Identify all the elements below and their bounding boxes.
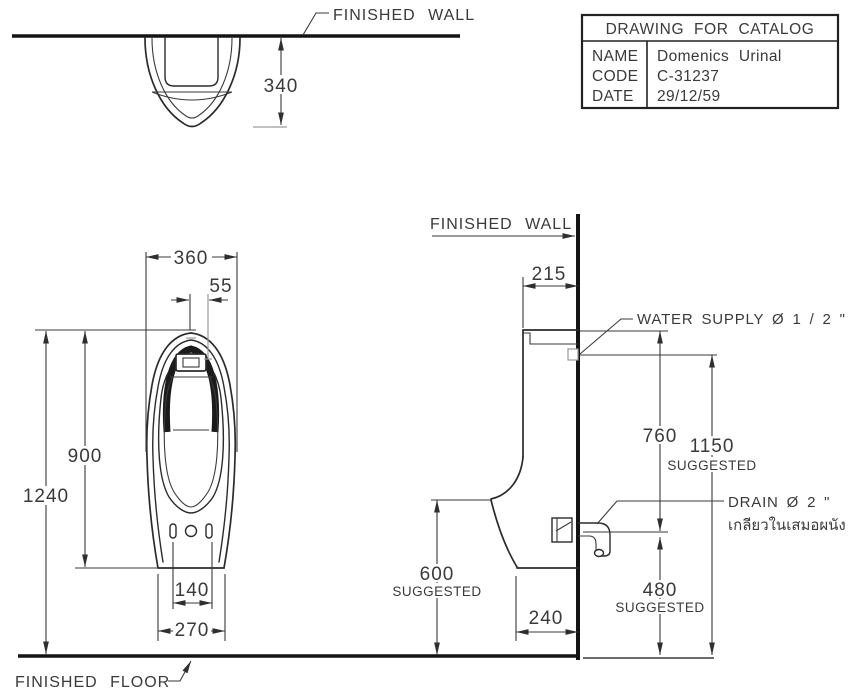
dim-140-label: 140 bbox=[175, 580, 210, 601]
title-block-title: DRAWING FOR CATALOG bbox=[606, 21, 815, 38]
dim-1150-suggested-label: SUGGESTED bbox=[667, 458, 756, 473]
finished-wall-side-label: FINISHED WALL bbox=[430, 216, 572, 233]
dim-760-label: 760 bbox=[643, 426, 678, 447]
dim-55: 55 bbox=[171, 276, 232, 360]
title-block: DRAWING FOR CATALOG NAME Domenics Urinal… bbox=[580, 13, 840, 110]
side-profile-lower-curve bbox=[490, 499, 518, 568]
drain-fitting bbox=[551, 517, 611, 558]
title-block-border bbox=[580, 13, 840, 110]
title-block-code-label: CODE bbox=[592, 68, 638, 85]
urinal-side-view bbox=[490, 329, 611, 569]
dim-340-label-bg bbox=[261, 75, 301, 94]
dim-340: 340 bbox=[253, 38, 301, 128]
dim-1240-label: 1240 bbox=[23, 486, 69, 507]
title-block-date-label: DATE bbox=[592, 88, 634, 105]
finished-wall-top-leader bbox=[302, 12, 329, 36]
dim-1150-label-bg bbox=[685, 436, 739, 455]
side-profile-cove-curve bbox=[490, 456, 524, 500]
drain-pipe-inner bbox=[578, 535, 597, 551]
dim-1150: 1150 SUGGESTED bbox=[667, 355, 756, 655]
title-block-date-value: 29/12/59 bbox=[657, 88, 721, 105]
outlet-hole bbox=[184, 524, 198, 538]
dim-480: 480 SUGGESTED bbox=[615, 537, 704, 655]
drain-thai-note: เกลียวในเสมอผนัง bbox=[728, 516, 846, 534]
dim-900: 900 bbox=[64, 331, 157, 569]
dim-480-suggested-bg bbox=[618, 599, 702, 614]
dim-240-label: 240 bbox=[529, 608, 564, 629]
dim-1240-label-bg bbox=[22, 486, 70, 505]
dim-215: 215 bbox=[522, 264, 578, 328]
drain-box bbox=[551, 517, 573, 543]
dim-900-label: 900 bbox=[68, 446, 103, 467]
water-supply-leader bbox=[579, 318, 633, 355]
dim-140: 140 bbox=[172, 542, 213, 609]
dim-215-label: 215 bbox=[532, 264, 567, 285]
dim-900-label-bg bbox=[64, 446, 106, 465]
dim-1150-label: 1150 bbox=[690, 436, 735, 457]
finished-floor-label: FINISHED FLOOR bbox=[15, 674, 170, 691]
bowl-rim-inner bbox=[163, 375, 219, 508]
title-block-code-value: C-31237 bbox=[657, 68, 719, 85]
urinal-top-rim-arc bbox=[151, 91, 233, 101]
mounting-slot-right bbox=[205, 523, 213, 539]
finished-wall-top-label: FINISHED WALL bbox=[333, 7, 475, 24]
side-profile-spud-shelf bbox=[523, 332, 578, 345]
dim-480-suggested-label: SUGGESTED bbox=[615, 600, 704, 615]
dim-360-label-bg bbox=[171, 248, 212, 266]
dim-340-label: 340 bbox=[264, 76, 299, 97]
dim-270-label: 270 bbox=[175, 620, 210, 641]
mounting-slot-left bbox=[169, 523, 177, 539]
dim-55-label: 55 bbox=[209, 276, 232, 297]
dim-240: 240 bbox=[515, 576, 578, 641]
sensor-window bbox=[175, 353, 207, 372]
urinal-front-view bbox=[145, 332, 237, 569]
dim-600-suggested-bg bbox=[395, 583, 479, 598]
dim-600: 600 SUGGESTED bbox=[392, 499, 491, 655]
dim-760-label-bg bbox=[638, 426, 682, 444]
title-block-name-value: Domenics Urinal bbox=[657, 48, 782, 65]
drain-leader bbox=[596, 500, 724, 525]
dim-760: 760 bbox=[638, 331, 682, 531]
bowl-rim-outer bbox=[157, 372, 225, 514]
title-block-name-label: NAME bbox=[592, 48, 638, 65]
drain-box-diagonal bbox=[555, 521, 572, 532]
urinal-top-outer-outline bbox=[144, 37, 241, 128]
water-supply-label: WATER SUPPLY Ø 1 / 2 " bbox=[637, 311, 846, 328]
drain-pipe-outlet bbox=[593, 548, 605, 558]
urinal-top-opening bbox=[164, 37, 219, 87]
side-view-section: FINISHED WALL 215 bbox=[392, 214, 846, 660]
dim-1240: 1240 bbox=[22, 331, 70, 654]
top-view-section: 340 FINISHED WALL bbox=[12, 7, 475, 128]
dim-270-label-bg bbox=[173, 621, 211, 638]
drain-label: DRAIN Ø 2 " bbox=[728, 494, 830, 511]
water-supply-inlet bbox=[567, 348, 579, 361]
dim-1150-suggested-bg bbox=[670, 457, 754, 472]
dim-270: 270 bbox=[157, 574, 226, 641]
finished-floor-leader bbox=[168, 660, 192, 682]
dim-360: 360 bbox=[145, 248, 238, 452]
sensor-window-inner bbox=[182, 357, 200, 368]
dim-480-label: 480 bbox=[643, 580, 678, 601]
drain-pipe-outer bbox=[577, 522, 611, 557]
dim-600-label: 600 bbox=[420, 564, 455, 585]
urinal-top-inner-outline bbox=[151, 37, 233, 119]
urinal-front-inner-outline bbox=[152, 339, 230, 563]
dim-480-label-bg bbox=[639, 580, 681, 598]
front-view-section: 360 55 1240 900 bbox=[15, 248, 578, 691]
dim-600-suggested-label: SUGGESTED bbox=[392, 584, 481, 599]
dim-600-label-bg bbox=[415, 564, 459, 582]
dim-360-label: 360 bbox=[174, 248, 209, 269]
